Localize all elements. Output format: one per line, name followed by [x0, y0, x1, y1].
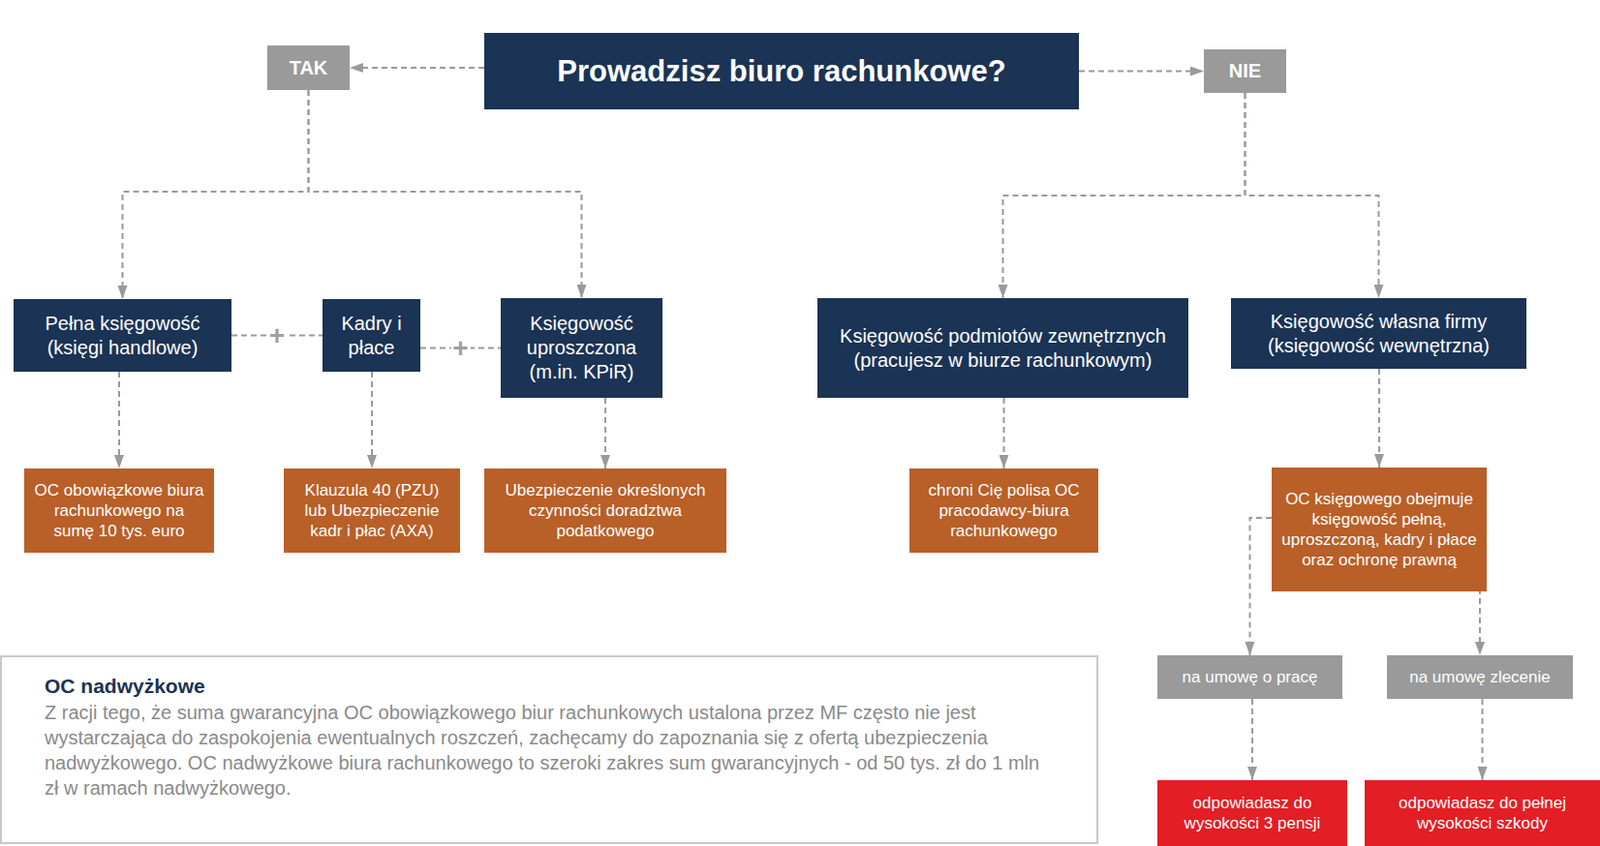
- box-label: Kadry i płace: [332, 311, 411, 361]
- insurance-box: OC księgowego obejmuje księgowość pełną,…: [1271, 467, 1487, 592]
- box-label: Klauzula 40 (PZU) lub Ubezpieczenie kadr…: [293, 480, 451, 543]
- box-label: na umowę o pracę: [1182, 668, 1319, 688]
- dashed-connector: [1003, 92, 1246, 299]
- box-label: Pełna księgowość (księgi handlowe): [23, 311, 222, 361]
- box-body: Z racji tego, że suma gwarancyjna OC obo…: [44, 700, 1058, 801]
- liability-box: odpowiadasz do wysokości 3 pensji: [1157, 780, 1348, 846]
- box-label: TAK: [289, 57, 329, 80]
- dashed-connector: [1245, 92, 1380, 299]
- dashed-connector: [1378, 369, 1381, 468]
- dashed-connector: [370, 371, 373, 469]
- box-label: na umowę zlecenie: [1409, 668, 1551, 688]
- insurance-box: Ubezpieczenie określonych czynności dora…: [484, 468, 727, 554]
- dashed-connector: [349, 66, 485, 69]
- insurance-box: OC obowiązkowe biura rachunkowego na sum…: [24, 468, 215, 554]
- box-label: odpowiadasz do wysokości 3 pensji: [1165, 793, 1340, 835]
- plus-sign: +: [450, 335, 470, 363]
- liability-box: odpowiadasz do pełnej wysokości szkody: [1364, 780, 1600, 846]
- box-label: OC obowiązkowe biura rachunkowego na sum…: [33, 480, 205, 543]
- box-label: OC księgowego obejmuje księgowość pełną,…: [1281, 489, 1477, 572]
- note-box: OC nadwyżkoweZ racji tego, że suma gwara…: [0, 655, 1099, 845]
- box-label: OC nadwyżkowe: [44, 675, 206, 699]
- box-label: chroni Cię polisa OC pracodawcy-biura ra…: [919, 480, 1089, 543]
- box-label: NIE: [1229, 60, 1262, 83]
- box-label: Księgowość własna firmy (księgowość wewn…: [1240, 309, 1517, 359]
- dashed-connector: [1078, 70, 1204, 73]
- dashed-connector: [1481, 699, 1484, 781]
- box-label: Księgowość podmiotów zewnętrznych (pracu…: [827, 324, 1179, 373]
- dashed-connector: [118, 371, 121, 469]
- box-label: Prowadzisz biuro rachunkowe?: [556, 54, 1006, 90]
- category-box: Kadry i płace: [322, 299, 421, 372]
- box-label: Ubezpieczenie określonych czynności dora…: [493, 480, 717, 543]
- insurance-box: Klauzula 40 (PZU) lub Ubezpieczenie kadr…: [283, 468, 461, 554]
- dashed-connector: [604, 398, 607, 469]
- box-label: Księgowość uproszczona (m.in. KPiR): [510, 311, 653, 385]
- category-box: Księgowość podmiotów zewnętrznych (pracu…: [817, 298, 1189, 399]
- dashed-connector: [1251, 699, 1254, 781]
- category-box: Księgowość własna firmy (księgowość wewn…: [1230, 298, 1527, 370]
- contract-box: na umowę o pracę: [1157, 655, 1343, 700]
- category-box: Księgowość uproszczona (m.in. KPiR): [500, 298, 663, 399]
- dashed-connector: [123, 90, 309, 300]
- category-box: Pełna księgowość (księgi handlowe): [13, 299, 232, 372]
- dashed-connector: [1003, 398, 1006, 469]
- dashed-connector: [308, 90, 583, 299]
- no-box: NIE: [1203, 49, 1287, 93]
- insurance-box: chroni Cię polisa OC pracodawcy-biura ra…: [909, 468, 1099, 554]
- plus-sign: +: [267, 322, 287, 350]
- dashed-connector: [1250, 518, 1273, 656]
- question-box: Prowadzisz biuro rachunkowe?: [484, 32, 1079, 110]
- yes-box: TAK: [267, 45, 350, 91]
- box-label: odpowiadasz do pełnej wysokości szkody: [1372, 793, 1593, 835]
- contract-box: na umowę zlecenie: [1386, 655, 1573, 700]
